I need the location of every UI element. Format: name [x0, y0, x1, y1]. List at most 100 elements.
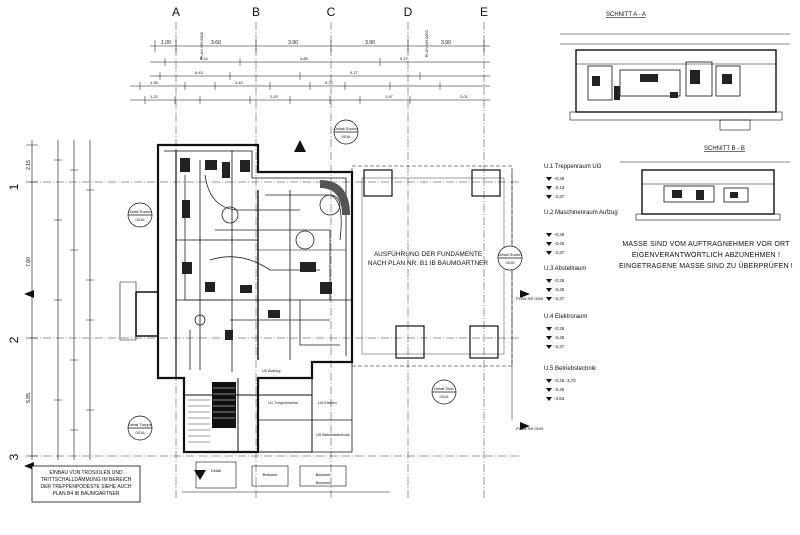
- bubble-num-1: 0016: [136, 217, 146, 222]
- room-name-0: U.1 Treppenraum UG: [544, 164, 602, 170]
- notice-line3: EINGETRAGENE MASSE SIND ZU ÜBERPRÜFEN !: [619, 262, 793, 270]
- plan-nr-right: PLAN NR.0005: [516, 296, 544, 301]
- dim-small-1: 4.85: [300, 56, 309, 61]
- bottom-note-line3: DER TREPPENPODESTE SIEHE AUCH: [40, 484, 131, 490]
- bestand-boxes: [182, 461, 390, 493]
- top-dimension-chains: [130, 40, 490, 104]
- tag-0: Detail: [211, 468, 221, 473]
- plan-nr-right-low: PLAN NR.0005: [516, 426, 544, 431]
- section-b-title: SCHNITT B - B: [704, 146, 745, 152]
- dim-top-4: 3.90: [441, 40, 451, 46]
- dim-small-11: 3.01: [460, 94, 469, 99]
- room-1-level-2: -3,37: [554, 250, 565, 255]
- room-tag-0: U1 Treppenraum: [268, 400, 299, 405]
- room-3-level-1: -3,45: [554, 335, 565, 340]
- grid-col-b: B: [252, 5, 260, 19]
- top-dimension-values: 1.00 3.60 3.90 3.90 3.90 6.14 4.85 5.27 …: [150, 40, 469, 99]
- plan-nr-top-left: PLAN NR.0005: [199, 31, 204, 59]
- grid-columns: A B C D E: [172, 5, 488, 19]
- foundation-area: [351, 165, 513, 367]
- dim-small-2: 5.27: [400, 56, 409, 61]
- dim-top-1: 3.60: [211, 40, 221, 46]
- room-4-level-0: -0,26 -3,72: [554, 378, 576, 383]
- room-3-level-0: -0,26: [554, 326, 565, 331]
- room-4-level-1: -3,45: [554, 387, 565, 392]
- section-a-equipment: [592, 70, 732, 100]
- bottom-note-line4: PLAN B4 IB BAUMGARTNER: [53, 491, 120, 497]
- notice-line1: MASSE SIND VOM AUFTRAGNEHMER VOR ORT: [622, 241, 790, 248]
- room-tag-2: U2 Aufzug: [262, 368, 280, 373]
- dim-top-0: 1.00: [161, 40, 171, 46]
- dim-left-2: 5.85: [26, 393, 32, 403]
- dim-small-5: 1.36: [150, 80, 159, 85]
- equipment-blocks: [180, 158, 332, 340]
- tag-2: Bestand: [316, 472, 331, 477]
- room-name-1: U.2 Maschinenraum Aufzug: [544, 210, 618, 216]
- detail-bubbles: [127, 119, 523, 441]
- foundation-note-line1: AUSFÜHRUNG DER FUNDAMENTE: [374, 250, 483, 258]
- room-0-level-2: -3,37: [554, 194, 565, 199]
- room-2-level-2: -3,37: [554, 296, 565, 301]
- bubble-num-2: 0016: [506, 260, 516, 265]
- room-2-level-1: -3,45: [554, 287, 565, 292]
- dim-small-4: 9.17: [350, 70, 359, 75]
- bottom-note-line1: EINBAU VON TROSIOLEN UND: [49, 470, 123, 476]
- duct-runs: [184, 174, 342, 370]
- section-a-title: SCHNITT A - A: [606, 12, 646, 18]
- dim-small-0: 6.14: [200, 56, 209, 61]
- room-0-level-1: -3,13: [554, 185, 565, 190]
- grid-col-d: D: [404, 5, 413, 19]
- dim-top-3: 3.90: [365, 40, 375, 46]
- bubble-label-3: Detail Stoß: [434, 386, 454, 391]
- foundation-note-line2: NACH PLAN NR. B1 IB BAUMGARTNER: [368, 260, 488, 267]
- room-2-level-0: -0,26: [554, 278, 565, 283]
- bubble-num-0: 0016: [342, 134, 352, 139]
- left-dimension-chains: [26, 140, 94, 460]
- room-name-2: U.3 Abstellraum: [544, 266, 586, 272]
- dim-top-2: 3.90: [288, 40, 298, 46]
- tag-3: Bestand: [316, 480, 331, 485]
- grid-col-c: C: [327, 5, 336, 19]
- dim-small-9: 2.20: [270, 94, 279, 99]
- notice-line2: EIGENVERANTWORTLICH ABZUNEHMEN !: [632, 252, 780, 259]
- grid-col-a: A: [172, 5, 180, 19]
- section-a-drawing: [560, 33, 790, 131]
- grid-row-3: 3: [7, 453, 21, 460]
- section-b-equipment: [672, 190, 738, 200]
- dim-left-0: 2.15: [26, 160, 32, 170]
- room-0-level-0: -0,26: [554, 176, 565, 181]
- dim-small-8: 1.21: [150, 94, 159, 99]
- bottom-note-box: [31, 465, 141, 503]
- dim-small-10: 1.97: [385, 94, 394, 99]
- grid-rows: 1 2 3: [7, 183, 21, 460]
- section-markers: [24, 140, 530, 480]
- room-4-level-2: -3,53: [554, 396, 565, 401]
- room-1-level-0: -0,26: [554, 232, 565, 237]
- room-name-3: U.4 Elektroraum: [544, 314, 587, 320]
- room-schedule: U.1 Treppenraum UG -0,26 -3,13 -3,37 U.2…: [544, 164, 618, 401]
- bubble-num-3: 0016: [440, 394, 450, 399]
- tag-1: Bestand: [263, 472, 278, 477]
- bubble-label-1: Detail Sockel: [128, 209, 151, 214]
- grid-row-1: 1: [7, 183, 21, 190]
- dim-left-1: 7.80: [26, 257, 32, 267]
- grid-row-2: 2: [7, 336, 21, 343]
- bubble-num-4: 0016: [136, 430, 146, 435]
- grid-col-e: E: [480, 5, 488, 19]
- room-tag-3: U5 Betriebstechnik: [316, 432, 350, 437]
- bubble-label-0: Detail Sockel: [334, 126, 357, 131]
- room-3-level-2: -3,37: [554, 344, 565, 349]
- bubble-label-2: Detail Sockel: [498, 252, 521, 257]
- section-b-drawing: [620, 161, 790, 221]
- dim-small-6: 2.42: [235, 80, 244, 85]
- bubble-label-4: Detail Treppe: [128, 422, 153, 427]
- bottom-note-line2: TRITTSCHALLDÄMMUNG IM BEREICH: [41, 476, 132, 483]
- room-name-4: U.5 Betriebstechnik: [544, 366, 597, 372]
- plan-nr-top-right: PLAN NR.0002: [424, 29, 429, 57]
- dim-small-3: 6.43: [195, 70, 204, 75]
- stair-flight: [188, 382, 236, 443]
- dim-small-7: 3.72: [325, 80, 334, 85]
- room-tag-1: U4 Elektro: [318, 400, 337, 405]
